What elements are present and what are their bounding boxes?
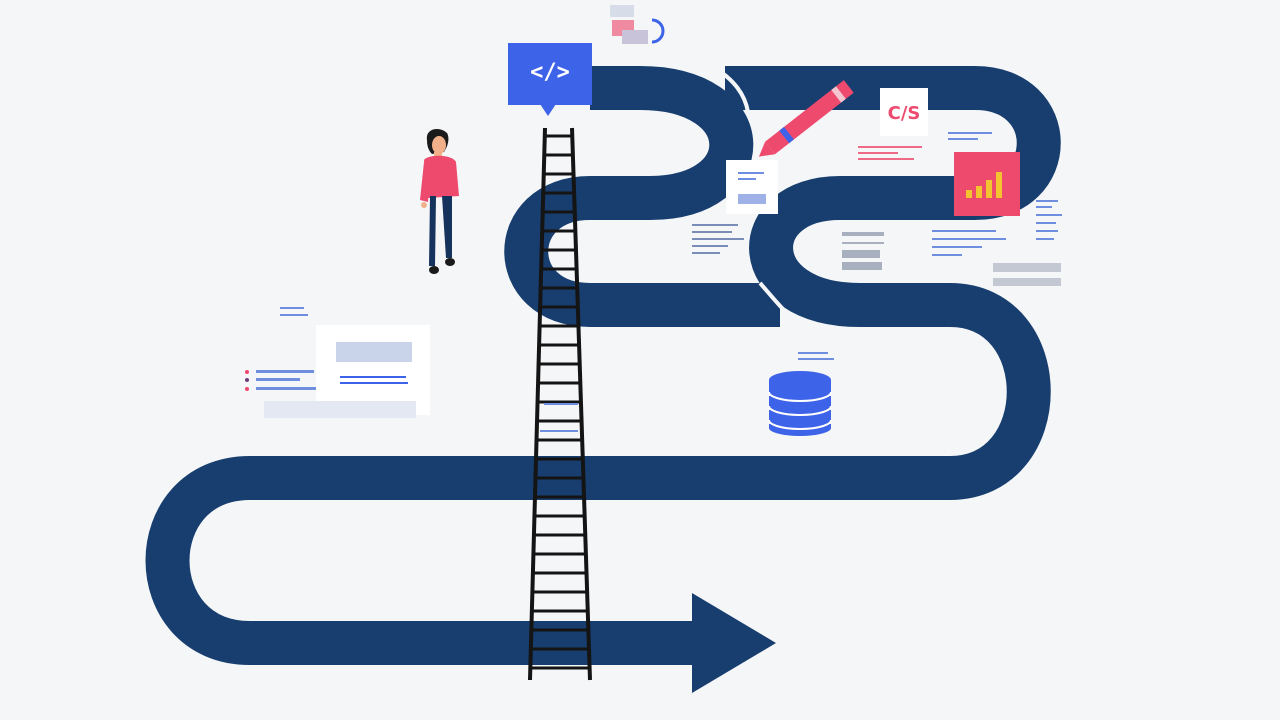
road-bottom-loop [145, 456, 700, 665]
document-card-middle [726, 160, 778, 214]
toggle-widget-icon [610, 5, 665, 44]
css-text-lines [858, 146, 922, 160]
road-upper-loop [504, 66, 780, 327]
grey-block-middle [842, 232, 884, 270]
ladder-text-lines [540, 403, 578, 432]
road-middle-loop [250, 66, 1061, 500]
pencil-icon [758, 80, 854, 157]
grey-bars-right [993, 263, 1061, 286]
code-icon: </> [530, 60, 570, 85]
arrow-head [692, 593, 776, 693]
bar-chart-icon [966, 172, 1002, 198]
database-separators [768, 391, 832, 430]
database-label-lines [798, 352, 834, 360]
bullet-list-left [245, 307, 316, 391]
winding-road [145, 66, 1061, 665]
css-icon: C/S [888, 103, 921, 124]
road-gaps [710, 64, 807, 329]
document-panel-left [264, 325, 430, 418]
text-lines-right [932, 200, 1062, 256]
person-figure [420, 128, 459, 274]
code-badge: </> [508, 43, 592, 116]
css-badge: C/S [880, 88, 928, 136]
bar-chart-badge [954, 152, 1020, 216]
ladder [528, 127, 592, 681]
text-lines-top-right [948, 132, 992, 140]
text-lines-middle [692, 224, 744, 254]
